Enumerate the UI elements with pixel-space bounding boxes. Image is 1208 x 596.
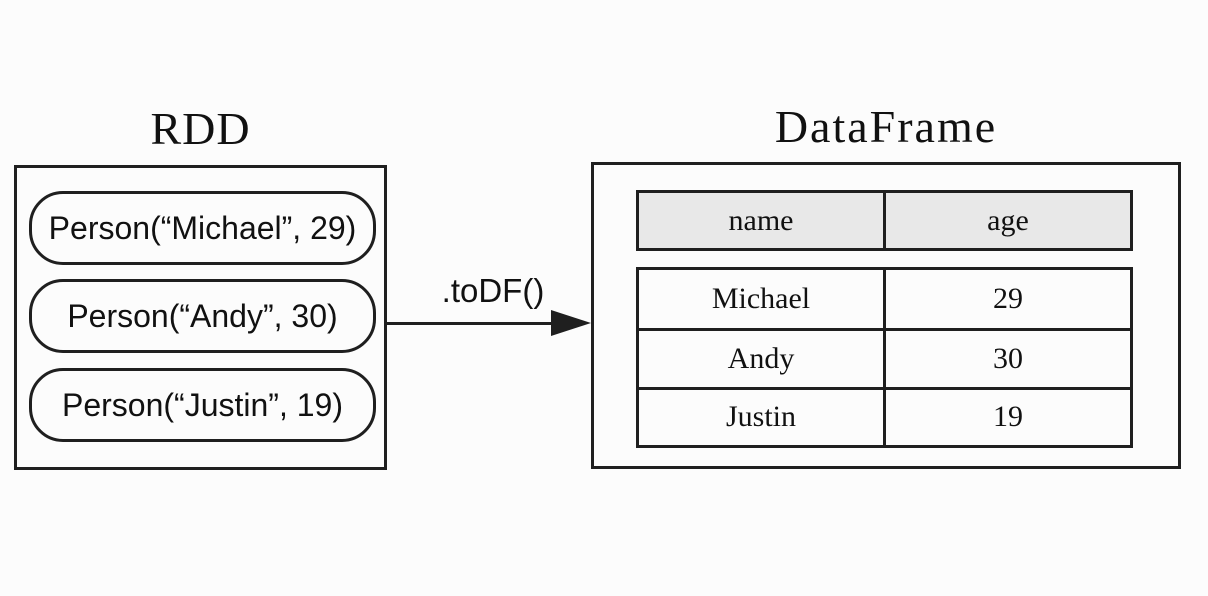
column-header-name: name — [639, 193, 886, 248]
dataframe-title: DataFrame — [774, 101, 998, 152]
rdd-item: Person(“Andy”, 30) — [29, 279, 376, 353]
todf-arrow-line — [387, 322, 560, 325]
rdd-box: Person(“Michael”, 29) Person(“Andy”, 30)… — [14, 165, 387, 470]
rdd-title: RDD — [150, 103, 251, 154]
rdd-item-label: Person(“Justin”, 19) — [62, 386, 343, 423]
dataframe-header-row: name age — [636, 190, 1133, 251]
dataframe-box: name age Michael 29 Andy 30 Justin 19 — [591, 162, 1181, 469]
table-cell-name: Justin — [639, 389, 886, 445]
rdd-item: Person(“Michael”, 29) — [29, 191, 376, 265]
rdd-item-label: Person(“Michael”, 29) — [48, 209, 357, 246]
rdd-item: Person(“Justin”, 19) — [29, 368, 376, 442]
table-row: Andy 30 — [639, 328, 1130, 387]
table-cell-age: 19 — [993, 400, 1023, 434]
column-header-age: age — [987, 203, 1029, 237]
todf-method-label: .toDF() — [441, 272, 545, 309]
dataframe-body-table: Michael 29 Andy 30 Justin 19 — [636, 267, 1133, 448]
rdd-item-label: Person(“Andy”, 30) — [67, 297, 338, 334]
table-cell-name: Andy — [639, 331, 886, 387]
arrow-right-icon — [551, 310, 591, 336]
table-cell-name: Michael — [639, 270, 886, 329]
table-row: Michael 29 — [639, 270, 1130, 329]
table-cell-age: 29 — [993, 282, 1023, 316]
table-cell-age: 30 — [993, 341, 1023, 375]
table-row: Justin 19 — [639, 386, 1130, 445]
